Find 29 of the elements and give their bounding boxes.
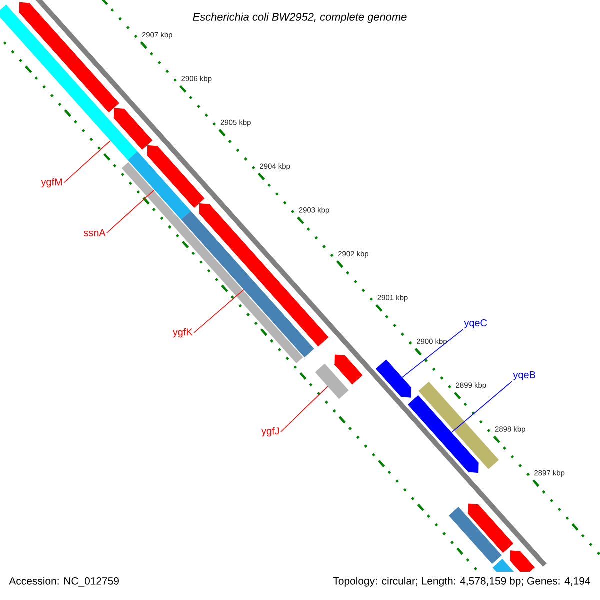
- gene-block: [510, 550, 535, 572]
- info-text: Accession: NC_012759: [7, 575, 122, 589]
- leader-line: [106, 190, 156, 234]
- gene-label: ygfM: [41, 178, 62, 188]
- gene-label: ygfJ: [262, 427, 280, 437]
- gene-label: ygfK: [172, 328, 193, 338]
- gene-label: yqeC: [464, 319, 488, 328]
- gene-label: ssnA: [84, 230, 106, 236]
- leader-line: [194, 289, 244, 334]
- gene-bar: [128, 152, 191, 220]
- leader-line: [280, 386, 328, 432]
- gene-block: [199, 203, 329, 347]
- gene-bar: [0, 4, 138, 160]
- leader-line: [451, 381, 512, 434]
- leader-line: [402, 329, 464, 378]
- info-text: Topology: circular; Length: 4,578,159 bp; Genes: 4,194: [331, 575, 593, 589]
- gene-block: [408, 395, 480, 474]
- gene-block: [334, 354, 363, 385]
- title: Escherichia coli BW2952, complete genome: [193, 12, 407, 24]
- gene-block: [146, 145, 205, 208]
- gene-block: [114, 108, 153, 150]
- gene-bar: [492, 559, 516, 572]
- gene-bar: [315, 364, 349, 400]
- gene-bar: [448, 507, 502, 564]
- gene-label: yqeB: [513, 372, 536, 380]
- gene-block: [376, 360, 412, 398]
- gene-block: [468, 504, 514, 554]
- gene-block: [18, 2, 120, 113]
- leader-line: [64, 140, 111, 184]
